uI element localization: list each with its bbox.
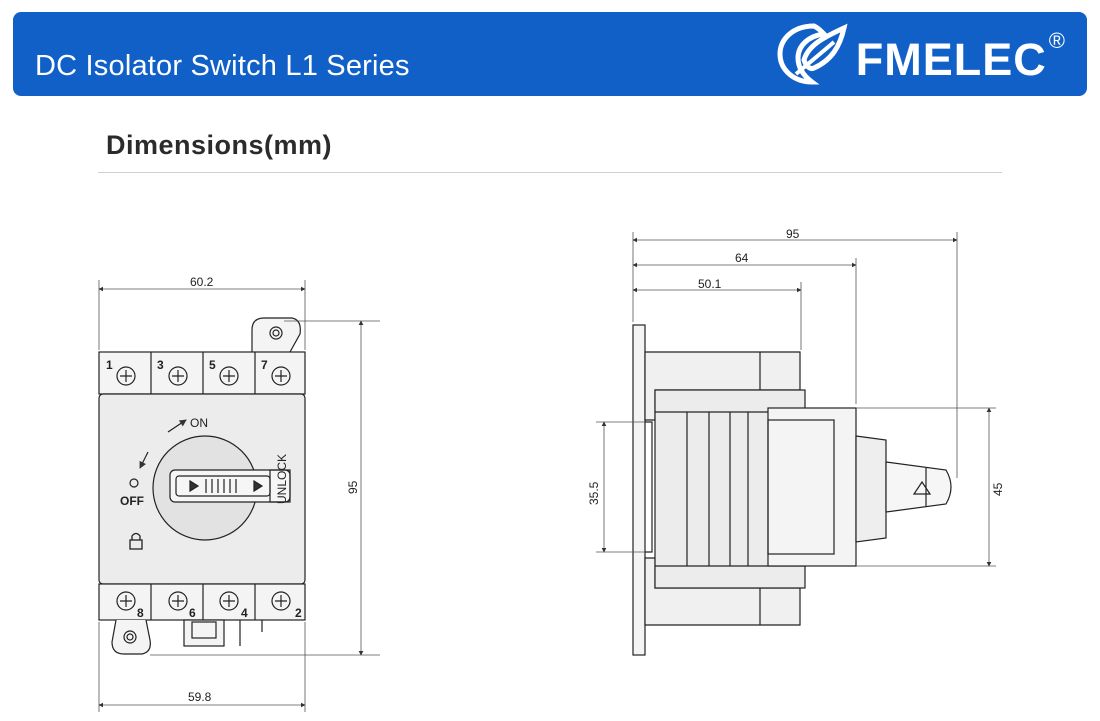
front-dimension-lines [98, 280, 380, 712]
unlock-label: UNLOCK [275, 454, 289, 504]
terminal-label: 3 [157, 358, 164, 372]
dim-width-top: 60.2 [190, 275, 214, 289]
dim-depth-front: 64 [735, 251, 749, 265]
dim-depth-body: 50.1 [698, 277, 722, 291]
terminal-label: 4 [241, 606, 248, 620]
terminal-label: 6 [189, 606, 196, 620]
section-title: Dimensions(mm) [106, 130, 333, 160]
header-banner: DC Isolator Switch L1 Series FMELEC ® [13, 12, 1087, 96]
dim-width-bottom: 59.8 [188, 690, 212, 704]
dim-rail-height: 35.5 [587, 481, 601, 505]
dim-height: 95 [346, 480, 360, 494]
side-dimension-lines [596, 232, 996, 567]
front-view [98, 317, 306, 655]
page-title: DC Isolator Switch L1 Series [35, 50, 410, 82]
bottom-screws [116, 591, 291, 611]
off-label: OFF [120, 494, 144, 508]
padlock-icon [129, 532, 143, 550]
registered-mark: ® [1048, 28, 1065, 53]
terminal-label: 8 [137, 606, 144, 620]
fmelec-leaf-logo-icon [774, 20, 852, 91]
side-view [632, 324, 952, 656]
terminal-label: 5 [209, 358, 216, 372]
brand-name: FMELEC [855, 34, 1047, 85]
dim-handle-height: 45 [991, 482, 1005, 496]
on-label: ON [190, 416, 208, 430]
terminal-label: 1 [106, 358, 113, 372]
divider [98, 172, 1002, 173]
dim-overall-depth: 95 [786, 227, 800, 241]
terminal-label: 7 [261, 358, 268, 372]
terminal-label: 2 [295, 606, 302, 620]
brand-logo: FMELEC ® [774, 20, 1065, 90]
top-screws [116, 366, 291, 386]
